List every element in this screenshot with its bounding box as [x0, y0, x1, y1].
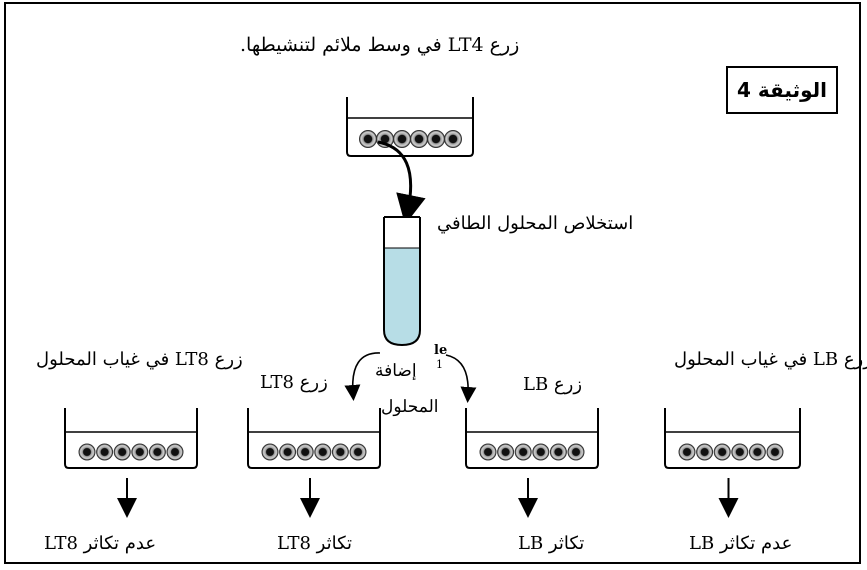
stray-mark-1: le — [434, 343, 448, 358]
cell — [532, 443, 550, 461]
cell — [261, 443, 279, 461]
cell — [678, 443, 696, 461]
cell — [349, 443, 367, 461]
cell — [131, 443, 149, 461]
cell — [96, 443, 114, 461]
top-caption: زرع LT4 في وسط ملائم لتنشيطها. — [240, 34, 520, 56]
cell — [296, 443, 314, 461]
culture-result-2: تكاثر LT8 — [277, 533, 353, 554]
cell — [359, 130, 377, 148]
cell — [427, 130, 445, 148]
culture-dish-2 — [247, 408, 381, 518]
cell — [410, 130, 428, 148]
cell — [696, 443, 714, 461]
culture-result-4: عدم تكاثر LB — [689, 533, 793, 554]
cell — [766, 443, 784, 461]
figure-frame — [4, 2, 861, 564]
transfer-arrow — [377, 140, 426, 225]
cell — [393, 130, 411, 148]
addition-label-line2: المحلول — [381, 397, 439, 417]
culture-result-3: تكاثر LB — [518, 533, 585, 554]
cell — [166, 443, 184, 461]
test-tube — [383, 216, 421, 347]
extraction-label: استخلاص المحلول الطافي — [437, 213, 634, 234]
culture-heading-4: زرع LB في غياب المحلول — [674, 349, 867, 370]
addition-label-line1: إضافة — [375, 361, 417, 381]
cell — [113, 443, 131, 461]
cell — [567, 443, 585, 461]
addition-arrow-left — [344, 352, 381, 401]
cell — [748, 443, 766, 461]
cell — [731, 443, 749, 461]
cell — [279, 443, 297, 461]
stray-mark-2: 1 — [436, 358, 443, 371]
cell — [148, 443, 166, 461]
cell — [479, 443, 497, 461]
culture-heading-2: زرع LT8 — [260, 372, 328, 393]
addition-arrow-right — [445, 354, 477, 403]
cell — [713, 443, 731, 461]
cell — [78, 443, 96, 461]
culture-dish-4 — [664, 408, 801, 518]
culture-dish-3 — [465, 408, 599, 518]
document-label: الوثيقة 4 — [726, 66, 838, 114]
cell — [497, 443, 515, 461]
culture-dish-1 — [64, 408, 198, 518]
cell — [314, 443, 332, 461]
cell — [331, 443, 349, 461]
cell — [514, 443, 532, 461]
culture-heading-1: زرع LT8 في غياب المحلول — [36, 349, 243, 370]
cell — [444, 130, 462, 148]
culture-result-1: عدم تكاثر LT8 — [44, 533, 157, 554]
culture-heading-3: زرع LB — [523, 374, 583, 395]
cell — [549, 443, 567, 461]
source-dish — [346, 97, 474, 157]
